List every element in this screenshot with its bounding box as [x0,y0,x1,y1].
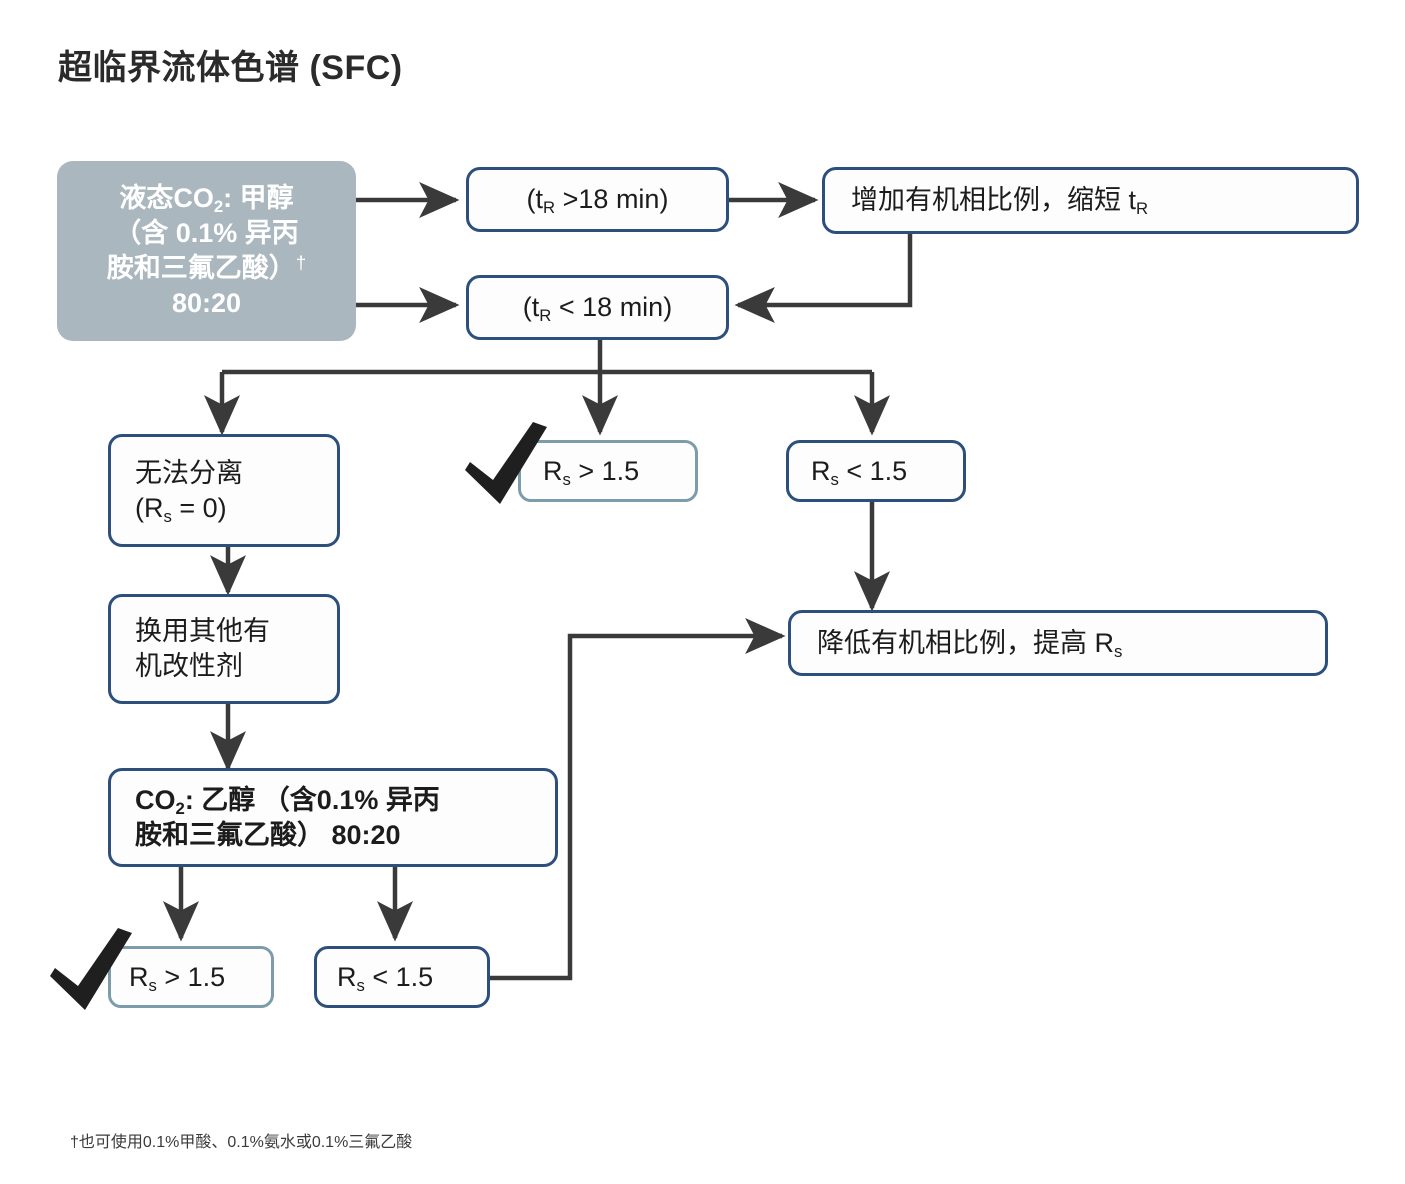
node-rs-greater-1p5-top[interactable]: Rs > 1.5 [518,440,698,502]
node-rs-greater-1p5-bottom[interactable]: Rs > 1.5 [108,946,274,1008]
nosep-line1: 无法分离 [135,457,243,488]
modifier-line1: 换用其他有 [135,616,270,647]
node-increase-organic-ratio[interactable]: 增加有机相比例，缩短 tR [822,167,1359,234]
footnote-text: †也可使用0.1%甲酸、0.1%氨水或0.1%三氟乙酸 [70,1134,413,1151]
start-line4: 80:20 [171,288,242,319]
nosep-line2: (Rs = 0) [135,492,227,526]
node-tr-greater-18[interactable]: (tR >18 min) [466,167,729,232]
node-start-mobile-phase[interactable]: 液态CO2: 甲醇 （含 0.1% 异丙 胺和三氟乙酸）† 80:20 [57,161,356,341]
start-line2: （含 0.1% 异丙 [114,217,299,248]
node-decrease-organic-ratio[interactable]: 降低有机相比例，提高 Rs [788,610,1328,676]
node-rs-less-1p5-top[interactable]: Rs < 1.5 [786,440,966,502]
start-line1: 液态CO2: 甲醇 [119,182,294,216]
page-title: 超临界流体色谱 (SFC) [58,49,403,87]
node-co2-ethanol[interactable]: CO2: 乙醇 （含0.1% 异丙 胺和三氟乙酸） 80:20 [108,768,558,867]
node-rs-less-1p5-bottom[interactable]: Rs < 1.5 [314,946,490,1008]
node-no-separation[interactable]: 无法分离 (Rs = 0) [108,434,340,547]
co2eth-line2: 胺和三氟乙酸） 80:20 [135,819,401,850]
co2eth-line1: CO2: 乙醇 （含0.1% 异丙 [135,784,440,818]
node-change-organic-modifier[interactable]: 换用其他有 机改性剂 [108,594,340,704]
start-line3: 胺和三氟乙酸）† [106,252,307,284]
node-tr-less-18[interactable]: (tR < 18 min) [466,275,729,340]
modifier-line2: 机改性剂 [135,651,243,681]
edge-increase-to-trlt [734,234,913,323]
